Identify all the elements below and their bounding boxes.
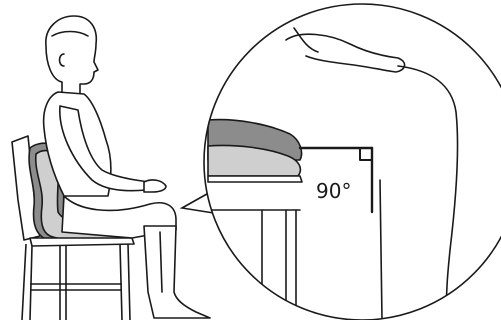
angle-label: 90° [316,179,351,203]
chair-leg-back-left [21,243,27,320]
person-head [45,15,99,97]
zoom-circle-border [203,3,501,320]
chair-leg-front-inner [127,243,131,320]
person-lower-leg [143,225,211,319]
zoom-hand-finger [293,27,319,53]
person-hair-line [51,30,89,37]
chair-seat [29,237,135,247]
right-angle-square [359,147,373,161]
zoom-knee-outline [397,65,459,320]
person-hand [143,179,167,193]
zoom-seat-board [207,175,303,183]
chair-leg-front [119,243,123,320]
detail-zoom-circle: 90° [203,3,501,320]
zoom-leg-left-outline [379,179,383,320]
zoom-cushion-light [207,144,302,177]
zoom-hand [285,33,406,73]
seated-person [42,15,211,319]
zoom-circle-background [204,4,501,320]
chair-leg-back-left-inner [29,245,33,320]
person-trouser-crease [159,231,163,293]
person-ear [58,53,65,67]
